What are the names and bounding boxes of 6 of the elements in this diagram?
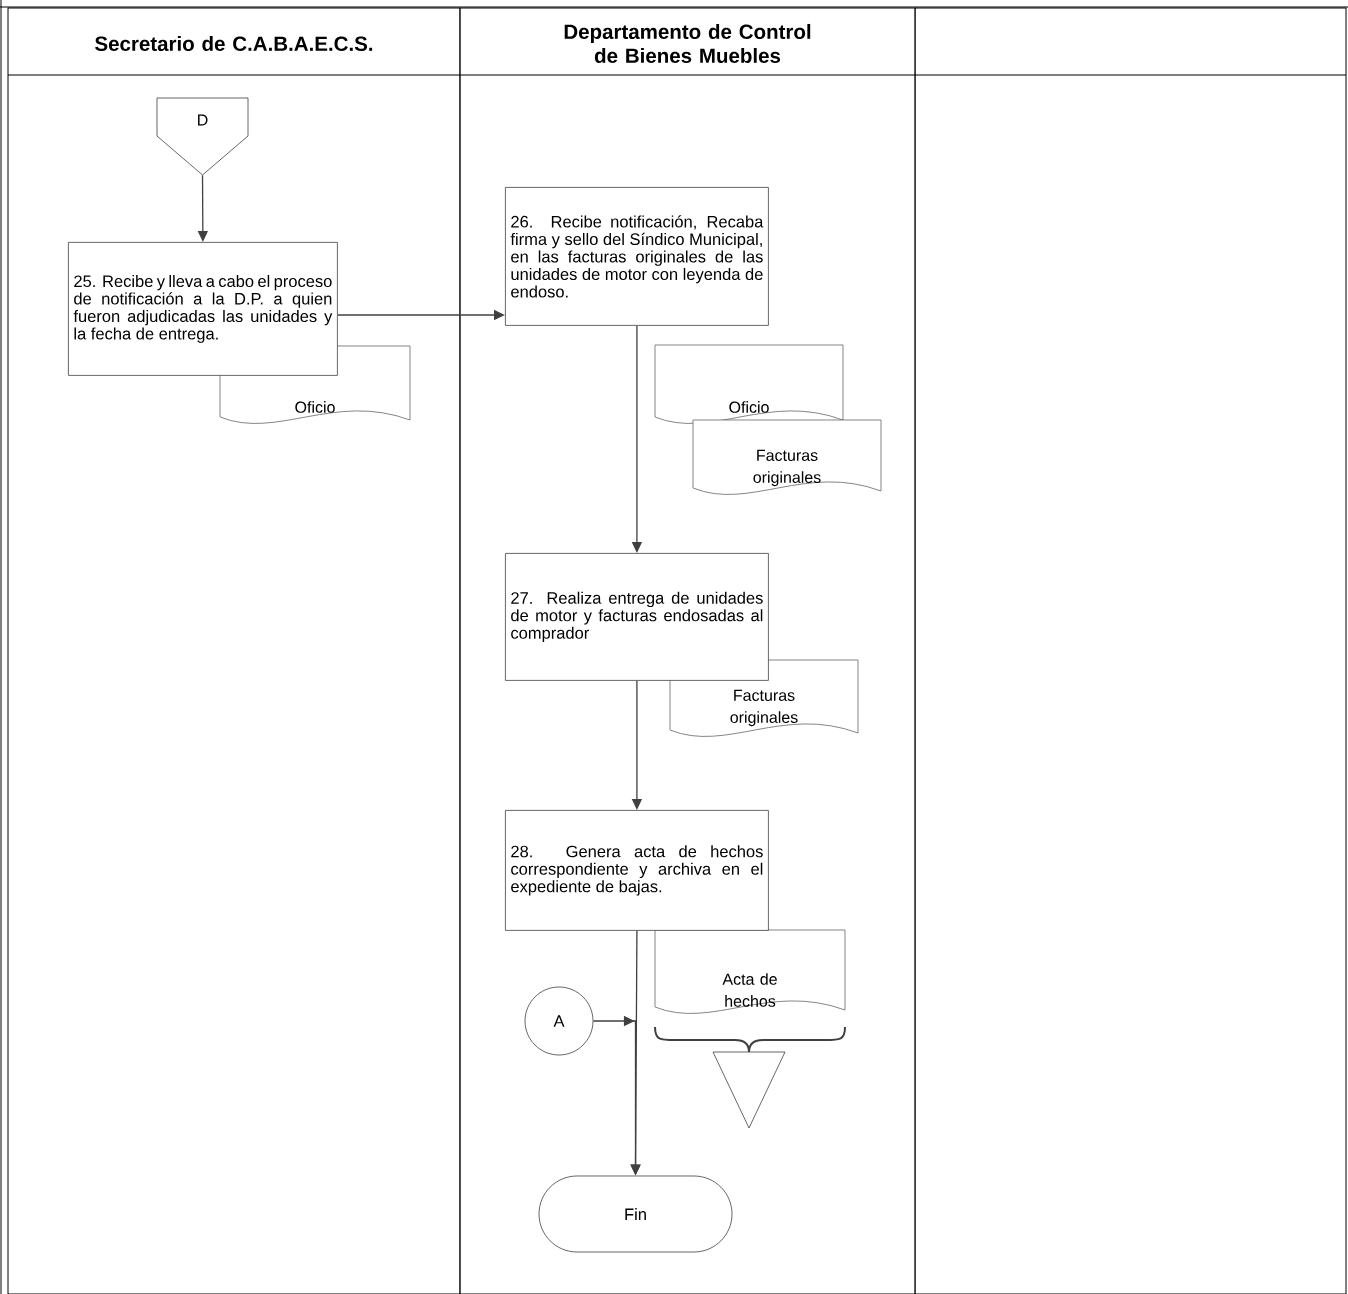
off-page-connector: D bbox=[156, 97, 249, 176]
swimlane bbox=[914, 7, 1347, 1294]
archive-triangle bbox=[712, 1051, 786, 1129]
process-box: 26. Recibe notificación, Recaba firma y sello del Síndico Municipal, en las facturas originales de las unidades de motor con leyenda de endoso. bbox=[505, 187, 769, 326]
terminator: Fin bbox=[538, 1175, 733, 1253]
process-box: 28. Genera acta de hechos correspondiente y archiva en el expediente de bajas. bbox=[505, 810, 769, 931]
